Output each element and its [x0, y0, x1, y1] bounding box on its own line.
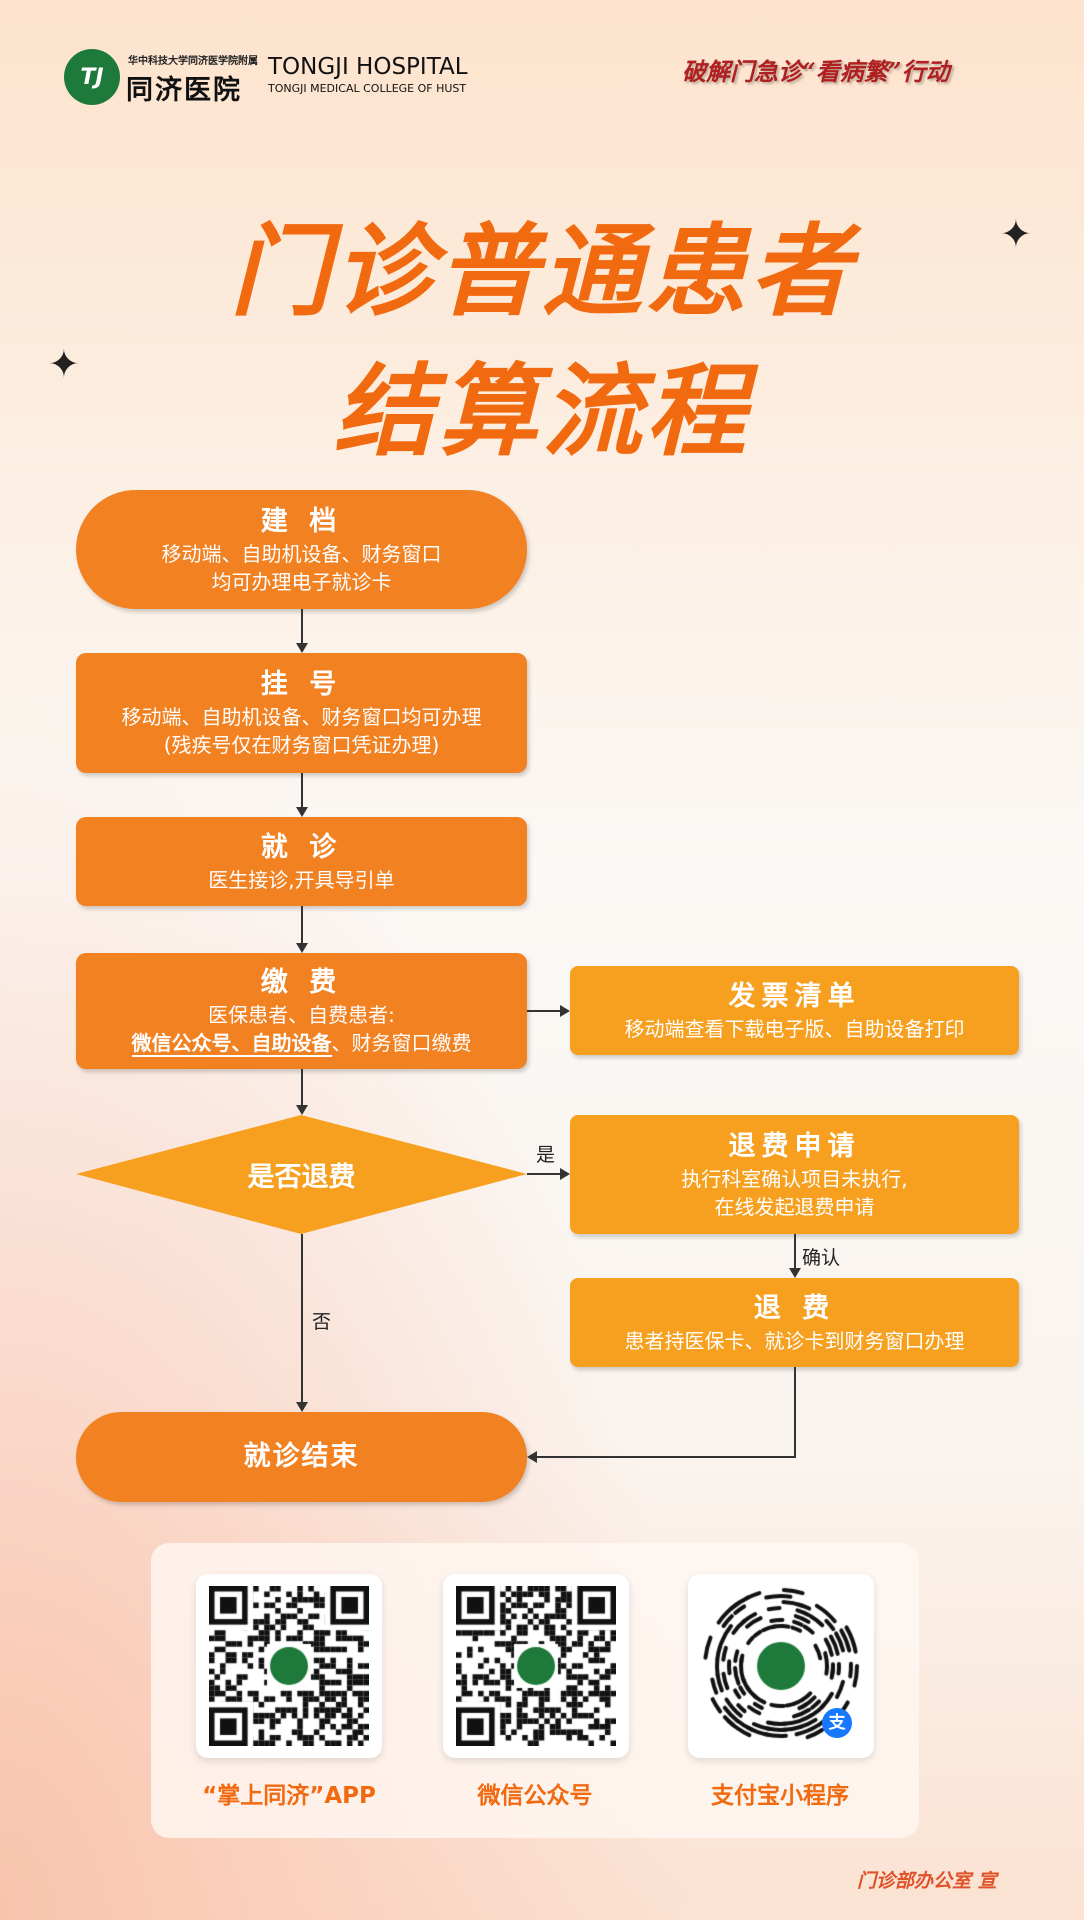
- qr-label: 支付宝小程序: [711, 1783, 849, 1809]
- step-tuifei: 退 费 患者持医保卡、就诊卡到财务窗口办理: [570, 1278, 1019, 1367]
- qr-wechat[interactable]: [443, 1574, 629, 1758]
- step-end: 就诊结束: [76, 1412, 527, 1502]
- step-title: 退 费: [753, 1292, 836, 1324]
- qr-code: [456, 1586, 616, 1746]
- logo-en-sub: TONGJI MEDICAL COLLEGE OF HUST: [268, 82, 467, 95]
- step-text: 医生接诊,开具导引单: [208, 867, 395, 892]
- arrow-icon: [296, 643, 308, 653]
- step-jiandang: 建 档 移动端、自助机设备、财务窗口 均可办理电子就诊卡: [76, 490, 527, 609]
- step-title: 就诊结束: [243, 1441, 360, 1472]
- qr-alipay[interactable]: 支: [688, 1574, 874, 1758]
- logo-cn: 同济医院: [126, 75, 242, 106]
- step-text: 移动端查看下载电子版、自助设备打印: [624, 1016, 965, 1041]
- page-title-line2: 结算流程: [334, 353, 750, 470]
- arrow-icon: [296, 1402, 308, 1412]
- step-title: 就 诊: [260, 831, 343, 863]
- step-text: 均可办理电子就诊卡: [211, 569, 392, 594]
- yes-label: 是: [536, 1144, 556, 1166]
- arrow-icon: [789, 1268, 801, 1278]
- step-text: 移动端、自助机设备、财务窗口均可办理: [121, 705, 482, 729]
- slogan: 破解门急诊“看病繁”行动: [682, 57, 950, 86]
- step-title: 退费申请: [728, 1130, 861, 1162]
- step-tuifei-apply: 退费申请 执行科室确认项目未执行, 在线发起退费申请: [570, 1115, 1019, 1234]
- step-text: 患者持医保卡、就诊卡到财务窗口办理: [624, 1328, 965, 1353]
- qr-app[interactable]: [196, 1574, 382, 1758]
- footer-credit: 门诊部办公室 宣: [857, 1870, 997, 1892]
- step-text: 移动端、自助机设备、财务窗口: [161, 541, 442, 566]
- arrow-icon: [296, 943, 308, 953]
- step-guahao: 挂 号 移动端、自助机设备、财务窗口均可办理 (残疾号仅在财务窗口凭证办理): [76, 653, 527, 773]
- arrow-icon: [560, 1005, 570, 1017]
- logo-en: TONGJI HOSPITAL: [268, 54, 468, 80]
- step-text: (残疾号仅在财务窗口凭证办理): [163, 733, 440, 757]
- page-title-line1: 门诊普通患者: [230, 213, 854, 330]
- step-text: 医保患者、自费患者:: [208, 1003, 395, 1027]
- step-text: 、财务窗口缴费: [331, 1031, 472, 1055]
- step-text: 执行科室确认项目未执行,: [681, 1166, 908, 1191]
- arrow-icon: [560, 1168, 570, 1180]
- step-text: 在线发起退费申请: [714, 1194, 875, 1219]
- qr-label: 微信公众号: [477, 1783, 593, 1809]
- step-title: 缴 费: [260, 967, 343, 998]
- step-title: 建 档: [260, 505, 343, 537]
- step-jiuzhen: 就 诊 医生接诊,开具导引单: [76, 817, 527, 906]
- sparkle-icon: ✦: [1000, 212, 1032, 256]
- step-title: 挂 号: [260, 669, 343, 700]
- step-text-underlined: 微信公众号、自助设备: [131, 1031, 332, 1057]
- step-jiaofei: 缴 费 医保患者、自费患者: 微信公众号、自助设备、财务窗口缴费: [76, 953, 527, 1069]
- arrow-icon: [296, 807, 308, 817]
- arrow-icon: [296, 1105, 308, 1115]
- hospital-logo: TJ: [64, 49, 120, 105]
- arrow-icon: [527, 1451, 537, 1463]
- step-title: 发票清单: [728, 980, 861, 1012]
- qr-label: “掌上同济”APP: [202, 1783, 376, 1809]
- decision-diamond: [76, 1115, 527, 1234]
- alipay-icon: 支: [822, 1708, 852, 1738]
- sparkle-icon: ✦: [48, 342, 80, 386]
- decision-text: 是否退费: [247, 1162, 356, 1193]
- qr-code: [209, 1586, 369, 1746]
- step-fapiao: 发票清单 移动端查看下载电子版、自助设备打印: [570, 966, 1019, 1055]
- no-label: 否: [312, 1311, 332, 1333]
- logo-subtitle: 华中科技大学同济医学院附属: [128, 56, 258, 67]
- confirm-label: 确认: [802, 1247, 841, 1269]
